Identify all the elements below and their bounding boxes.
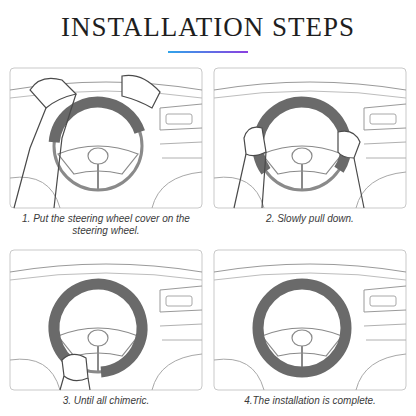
step-caption: 3. Until all chimeric.: [16, 395, 196, 407]
step-panel: [214, 250, 406, 390]
diagram-title: INSTALLATION STEPS: [0, 12, 416, 43]
step-panel: [214, 68, 406, 208]
step-panel: [10, 250, 202, 390]
step-caption: 1. Put the steering wheel cover on the s…: [16, 213, 196, 237]
step-panel: [10, 68, 202, 208]
accent-line: [168, 51, 248, 53]
step-caption: 2. Slowly pull down.: [220, 213, 400, 225]
step-caption: 4.The installation is complete.: [220, 395, 400, 407]
